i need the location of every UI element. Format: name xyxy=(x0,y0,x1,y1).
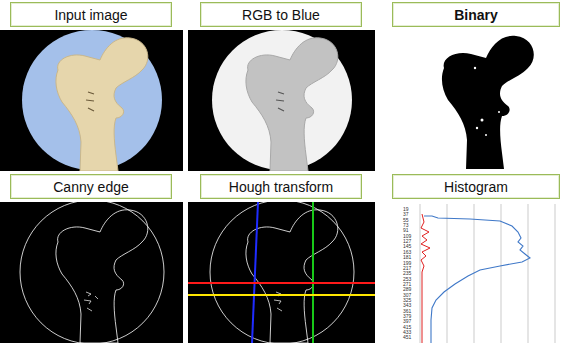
axis-tick-label: 253 xyxy=(403,277,411,282)
axis-tick-label: 145 xyxy=(403,244,411,249)
axis-tick-label: 307 xyxy=(403,293,411,298)
input-image-header: Input image xyxy=(10,2,172,27)
panel-title: Binary xyxy=(454,7,498,23)
panel-title: Canny edge xyxy=(53,179,129,195)
axis-tick-label: 415 xyxy=(403,325,411,330)
histogram-header: Histogram xyxy=(392,174,560,199)
axis-tick-label: 433 xyxy=(403,330,411,335)
axis-tick-label: 361 xyxy=(403,309,411,314)
binary-image xyxy=(442,36,534,169)
blue-channel-header: RGB to Blue xyxy=(200,2,362,27)
binary-header: Binary xyxy=(392,2,560,27)
axis-tick-label: 91 xyxy=(403,228,409,233)
axis-tick-label: 451 xyxy=(403,335,411,340)
axis-tick-label: 235 xyxy=(403,271,411,276)
axis-tick-label: 343 xyxy=(403,303,411,308)
axis-tick-label: 271 xyxy=(403,282,411,287)
axis-tick-label: 19 xyxy=(403,207,409,212)
axis-tick-label: 397 xyxy=(403,319,411,324)
panel-title: Hough transform xyxy=(229,179,333,195)
axis-tick-label: 379 xyxy=(403,314,411,319)
axis-tick-label: 55 xyxy=(403,218,409,223)
axis-tick-label: 217 xyxy=(403,266,411,271)
canny-edge-image xyxy=(0,202,183,343)
axis-tick-label: 127 xyxy=(403,239,411,244)
axis-tick-label: 181 xyxy=(403,255,411,260)
histogram-plot xyxy=(400,203,560,343)
axis-tick-label: 163 xyxy=(403,250,411,255)
canny-edge-header: Canny edge xyxy=(10,174,172,199)
hough-transform-image xyxy=(188,202,375,343)
axis-tick-label: 73 xyxy=(403,223,409,228)
axis-tick-label: 37 xyxy=(403,212,409,217)
axis-tick-label: 109 xyxy=(403,234,411,239)
blue-channel-photo xyxy=(188,30,375,171)
axis-tick-label: 199 xyxy=(403,261,411,266)
panel-title: Input image xyxy=(54,7,127,23)
panel-title: Histogram xyxy=(444,179,508,195)
panel-title: RGB to Blue xyxy=(242,7,320,23)
axis-tick-label: 325 xyxy=(403,298,411,303)
axis-tick-label: 289 xyxy=(403,287,411,292)
input-photo xyxy=(0,30,183,171)
hough-transform-header: Hough transform xyxy=(200,174,362,199)
